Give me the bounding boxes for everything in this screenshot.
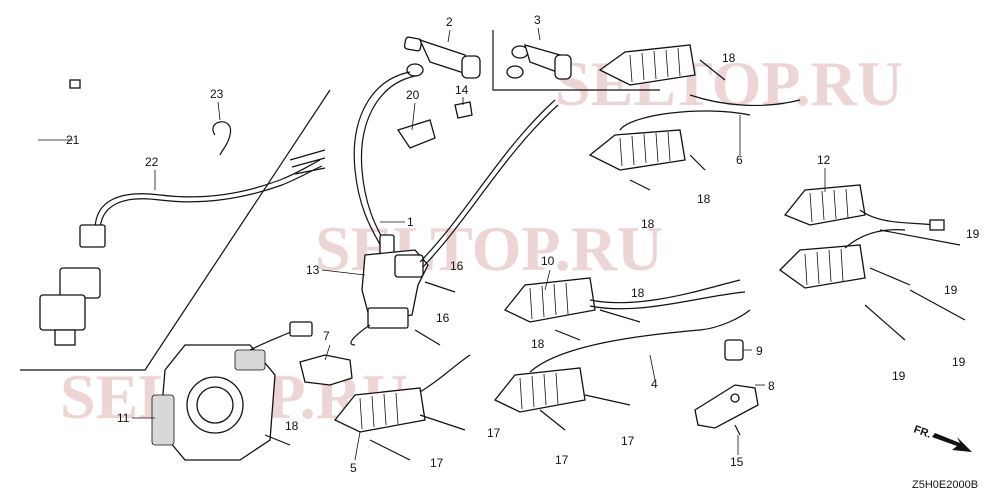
- callout-11: 11: [117, 411, 130, 425]
- callout-19a: 19: [966, 227, 980, 241]
- callout-labels: 1 2 3 4 5 6 7 8 9 10 11 12 13 14 15 16 1…: [66, 13, 980, 475]
- callout-18c: 18: [641, 217, 655, 231]
- leader-lines: [38, 27, 826, 461]
- coil-12: [783, 184, 945, 231]
- coil-5: [333, 354, 471, 433]
- bolts: [264, 59, 966, 461]
- clip-23: [212, 121, 232, 156]
- callout-4: 4: [651, 377, 658, 391]
- callout-18e: 18: [531, 337, 545, 351]
- callout-16a: 16: [450, 259, 464, 273]
- callout-16b: 16: [436, 311, 450, 325]
- bracket-7: [299, 354, 353, 386]
- callout-1: 1: [407, 215, 414, 229]
- callout-14: 14: [455, 83, 469, 97]
- callout-23: 23: [210, 87, 224, 101]
- callout-17d: 17: [621, 434, 635, 448]
- callout-7: 7: [323, 329, 330, 343]
- callout-19b: 19: [944, 283, 958, 297]
- coil-10: [503, 277, 746, 323]
- grommet-20: [396, 119, 436, 149]
- coil-top-6: [598, 44, 801, 107]
- bracket-8: [694, 384, 759, 429]
- callout-17c: 17: [555, 453, 569, 467]
- callout-12: 12: [817, 153, 831, 167]
- stator-flywheel: [151, 321, 313, 461]
- coil-second: [588, 110, 751, 171]
- callout-6: 6: [736, 153, 743, 167]
- callout-22: 22: [145, 155, 159, 169]
- callout-21: 21: [66, 133, 80, 147]
- callout-19d: 19: [892, 369, 906, 383]
- coil-lower-right: [778, 229, 906, 289]
- callout-18b: 18: [697, 192, 711, 206]
- callout-9: 9: [756, 344, 763, 358]
- front-direction-indicator: FR.: [912, 424, 972, 452]
- clip-14: [454, 101, 473, 119]
- callout-5: 5: [350, 461, 357, 475]
- callout-13: 13: [306, 263, 320, 277]
- wire-harness-21: [28, 79, 81, 271]
- plug-cap-3: [506, 44, 572, 80]
- callout-3: 3: [534, 13, 541, 27]
- callout-18d: 18: [631, 286, 645, 300]
- wire-harness-22: [79, 149, 326, 248]
- relay-unit: [39, 267, 101, 346]
- callout-10: 10: [541, 254, 555, 268]
- callout-2: 2: [446, 15, 453, 29]
- callout-17b: 17: [430, 456, 444, 470]
- ignition-coil: [350, 71, 559, 346]
- direction-label: FR.: [912, 424, 933, 441]
- arrow-icon: [932, 433, 972, 452]
- callout-20: 20: [406, 88, 420, 102]
- callout-18a: 18: [722, 51, 736, 65]
- callout-18f: 18: [285, 419, 299, 433]
- callout-8: 8: [768, 379, 775, 393]
- inset-dividers: [20, 30, 660, 371]
- callout-19c: 19: [952, 355, 966, 369]
- coil-mid-4: [493, 309, 751, 413]
- plug-cap-2: [403, 36, 481, 79]
- callout-15: 15: [730, 455, 744, 469]
- callout-17a: 17: [487, 426, 501, 440]
- rubber-9: [724, 339, 744, 361]
- diagram-code: Z5H0E2000B: [912, 479, 978, 491]
